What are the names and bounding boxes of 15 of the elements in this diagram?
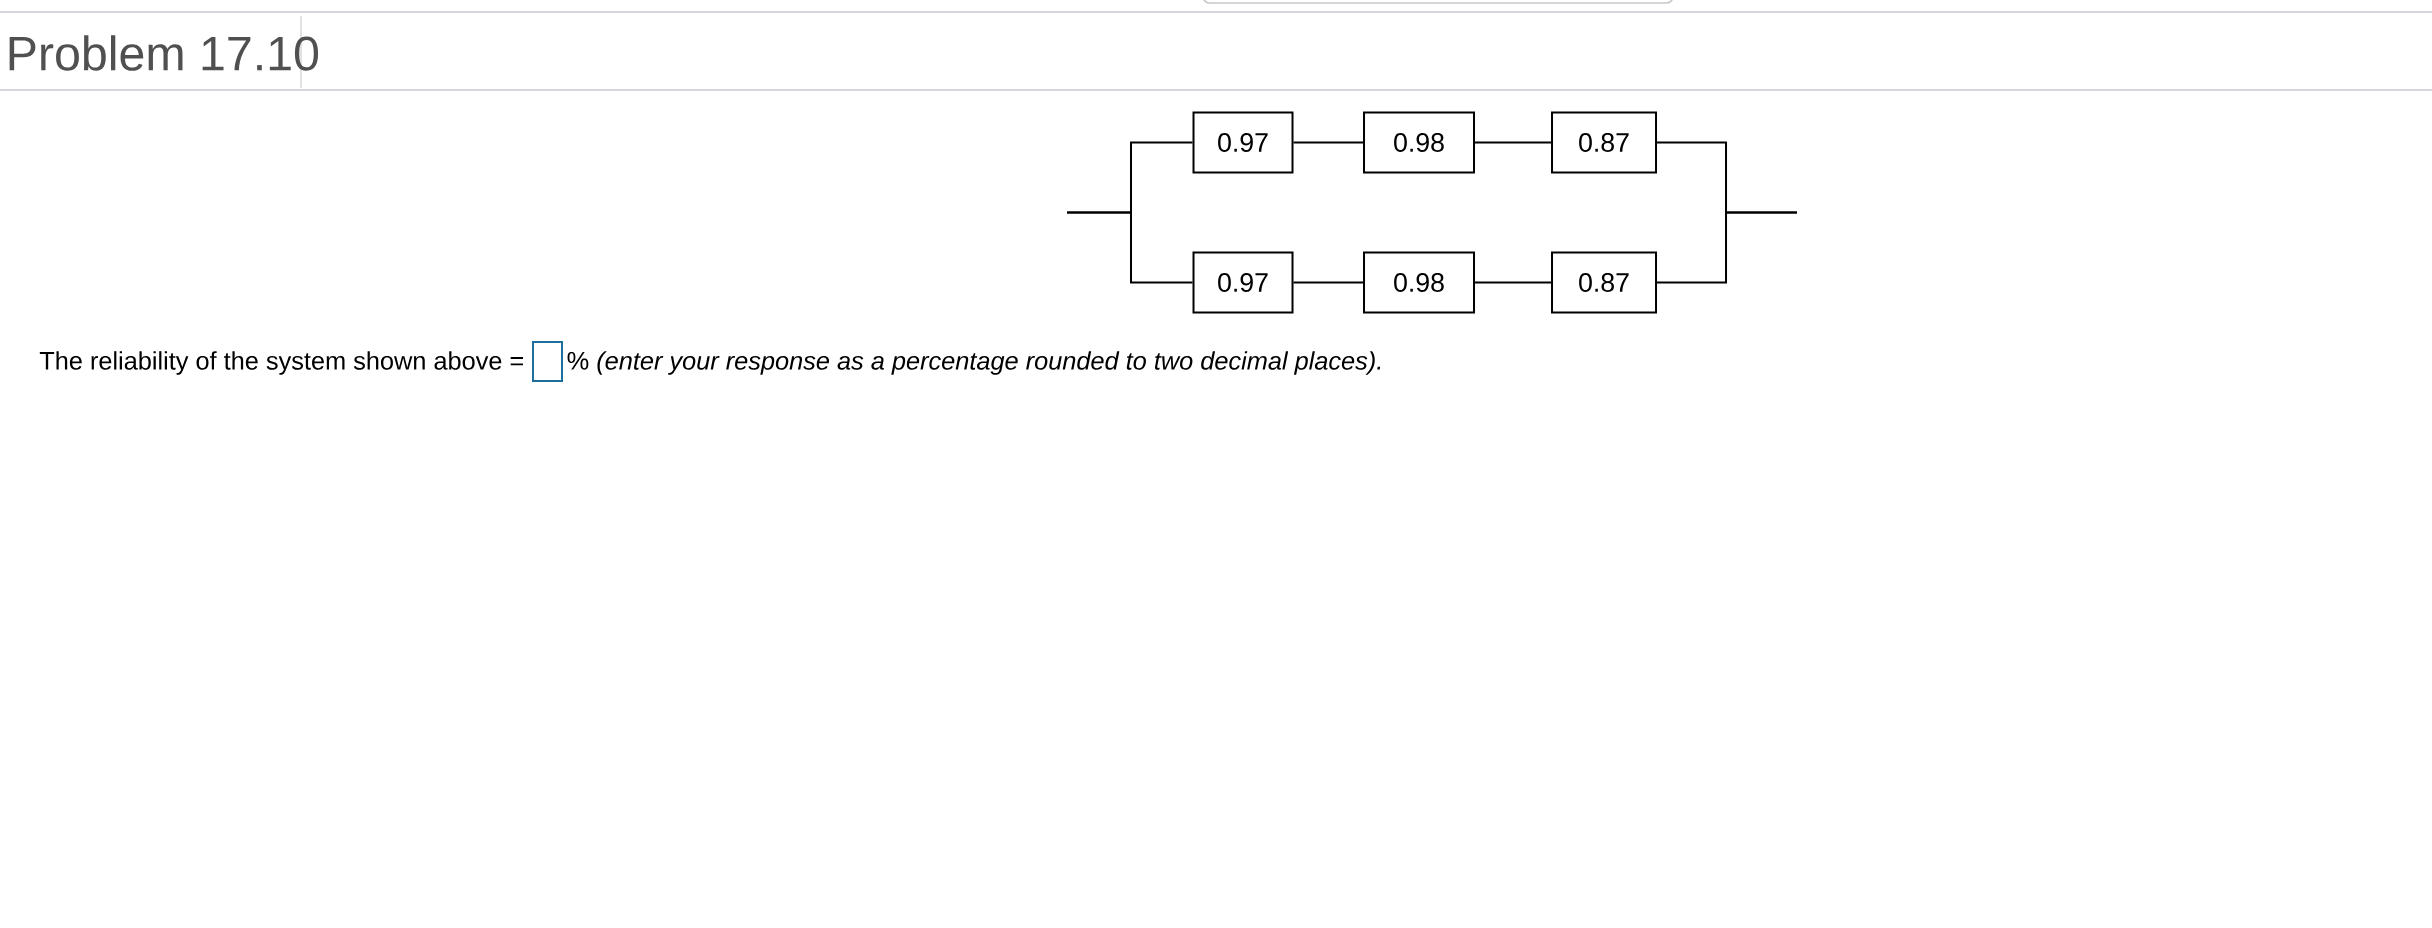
question-text: The reliability of the system shown above = (39, 351, 523, 375)
page-title: Problem 17.10 (9, 35, 319, 71)
connector-line (1292, 281, 1364, 284)
component-box: 0.98 (1363, 111, 1475, 174)
component-box: 0.97 (1192, 251, 1294, 314)
connector-line (1656, 211, 1798, 284)
connector-line (1292, 141, 1364, 144)
component-box: 0.97 (1192, 111, 1294, 174)
connector-line (1474, 141, 1553, 144)
instruction-text: % (enter your response as a percentage rounded to two decimal places). (567, 351, 1381, 375)
connector-line (1066, 211, 1194, 284)
component-box: 0.87 (1551, 111, 1658, 174)
connector-line (1474, 281, 1553, 284)
component-box: 0.87 (1551, 251, 1658, 314)
component-box: 0.98 (1363, 251, 1475, 314)
